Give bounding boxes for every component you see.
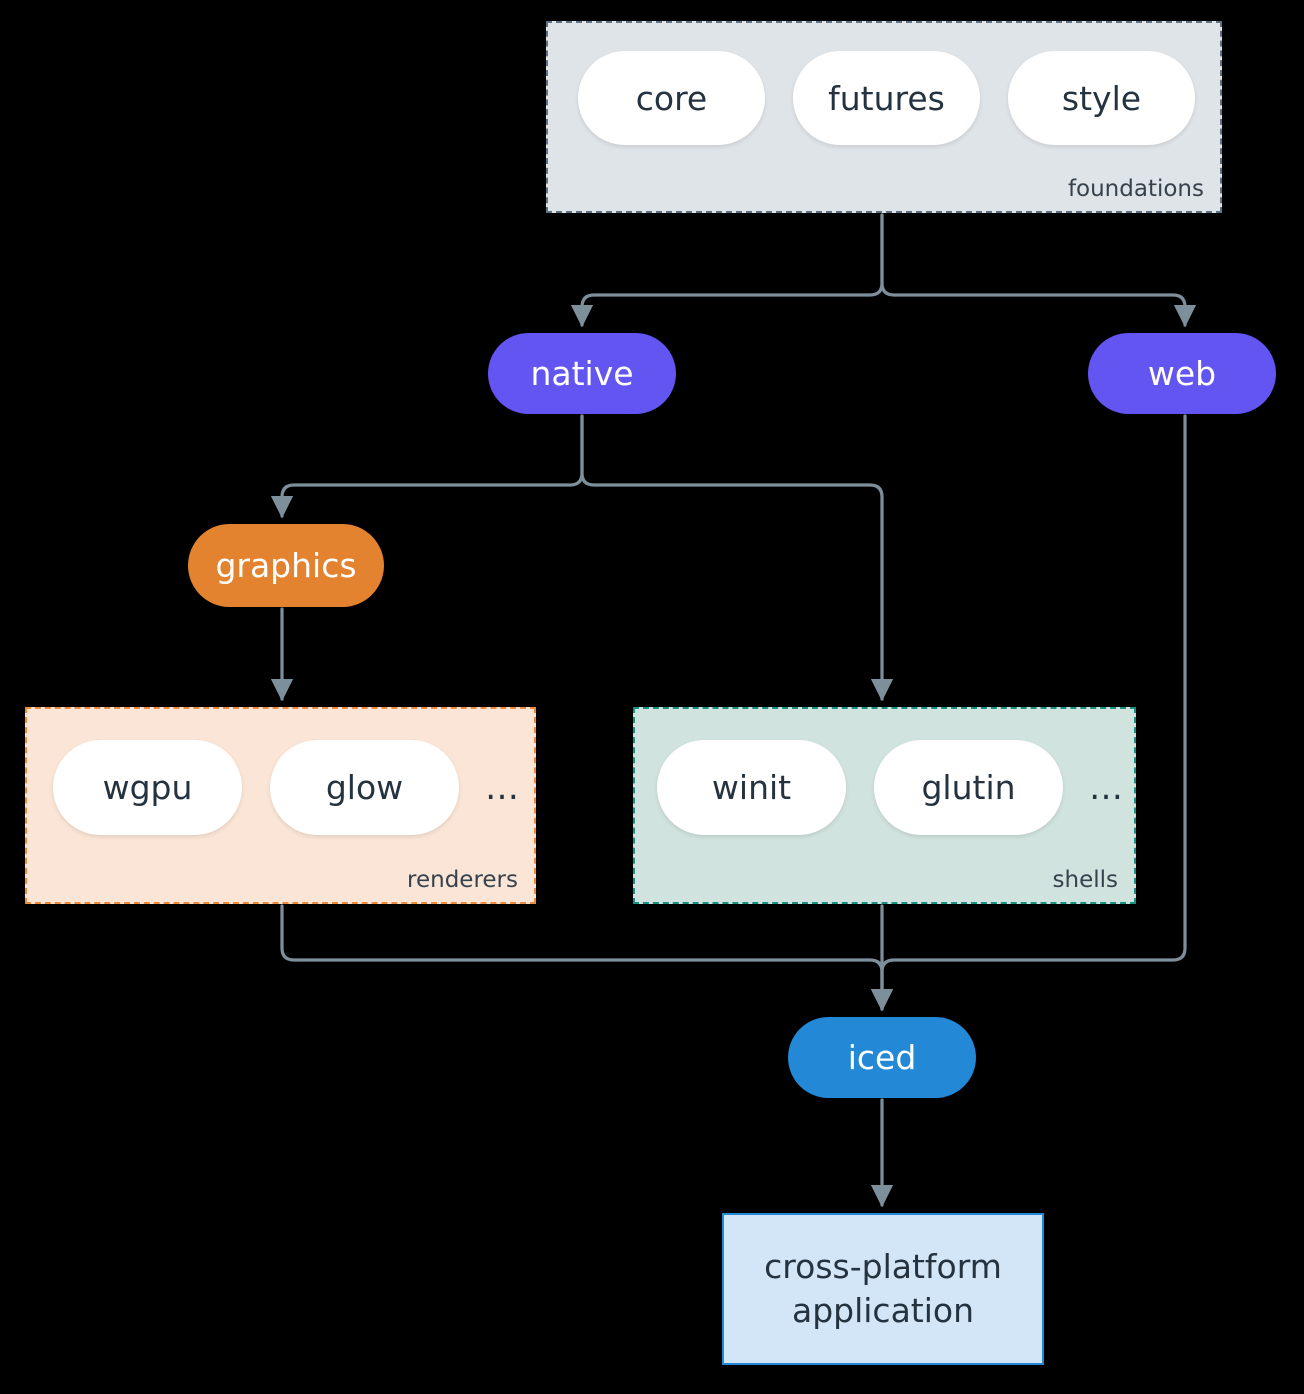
leaf-core-label: core xyxy=(635,78,708,118)
leaf-winit-label: winit xyxy=(711,768,792,807)
cluster-foundations-label: foundations xyxy=(1067,176,1204,202)
shells-more-ellipsis: … xyxy=(1089,768,1125,808)
node-native[interactable]: native xyxy=(488,333,676,414)
leaf-futures-label: futures xyxy=(828,78,945,118)
cluster-shells-label: shells xyxy=(1052,867,1118,893)
node-iced[interactable]: iced xyxy=(788,1017,976,1098)
node-application-line1: cross-platform xyxy=(764,1247,1002,1287)
node-web[interactable]: web xyxy=(1088,333,1276,414)
leaf-glow-label: glow xyxy=(325,768,404,807)
edge-native-graphics xyxy=(270,414,584,519)
edge-foundations-web xyxy=(880,213,1197,328)
leaf-core[interactable]: core xyxy=(578,51,765,145)
cluster-renderers-label: renderers xyxy=(407,867,518,893)
node-application-line2: application xyxy=(791,1291,975,1330)
node-native-label: native xyxy=(530,354,634,393)
leaf-glow[interactable]: glow xyxy=(270,740,459,835)
leaf-glutin[interactable]: glutin xyxy=(874,740,1063,835)
node-iced-label: iced xyxy=(847,1038,917,1077)
leaf-style[interactable]: style xyxy=(1008,51,1195,145)
node-web-label: web xyxy=(1147,354,1217,393)
leaf-style-label: style xyxy=(1061,78,1142,118)
cluster-renderers: wgpu glow … renderers xyxy=(25,707,536,904)
leaf-glutin-label: glutin xyxy=(921,768,1016,807)
node-graphics[interactable]: graphics xyxy=(188,524,384,607)
edge-renderers-iced xyxy=(280,904,894,1012)
leaf-winit[interactable]: winit xyxy=(657,740,846,835)
node-application[interactable]: cross-platform application xyxy=(722,1213,1044,1365)
leaf-wgpu-label: wgpu xyxy=(102,768,193,807)
edge-foundations-native xyxy=(570,213,884,328)
cluster-foundations: core futures style foundations xyxy=(546,21,1222,213)
edge-native-shells xyxy=(580,414,894,702)
leaf-wgpu[interactable]: wgpu xyxy=(53,740,242,835)
leaf-futures[interactable]: futures xyxy=(793,51,980,145)
cluster-shells: winit glutin … shells xyxy=(633,707,1136,904)
renderers-more-ellipsis: … xyxy=(485,768,521,808)
node-graphics-label: graphics xyxy=(215,546,357,585)
